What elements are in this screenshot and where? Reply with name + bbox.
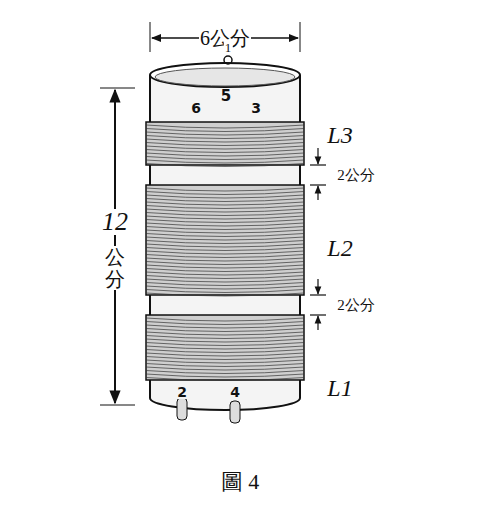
pin-number: 5 xyxy=(220,89,232,104)
extension-line xyxy=(300,22,301,52)
coil-label: L1 xyxy=(326,376,353,400)
pin-number: 6 xyxy=(190,101,202,115)
dimension-label: 2公分 xyxy=(336,168,376,183)
pin-number: 3 xyxy=(250,101,262,115)
coil-label: L2 xyxy=(326,236,353,260)
coil-form-inner xyxy=(155,68,295,86)
pin-number: 1 xyxy=(224,41,233,54)
extension-line xyxy=(100,88,135,89)
solder-lug xyxy=(230,401,240,423)
pin-number: 2 xyxy=(176,385,188,399)
figure-caption: 圖 4 xyxy=(220,471,261,493)
pin-number: 4 xyxy=(229,385,241,399)
extension-line xyxy=(150,22,151,52)
solder-lug xyxy=(224,56,232,64)
extension-line xyxy=(100,405,135,406)
coil-windings xyxy=(146,122,304,381)
dimension-label: 2公分 xyxy=(336,298,376,313)
solder-lug xyxy=(177,398,187,420)
coil-label: L3 xyxy=(326,123,353,147)
dimension-unit: 公分 xyxy=(104,246,126,290)
dimension-label: 12 xyxy=(101,209,129,235)
gap-dimension xyxy=(310,148,326,330)
coil-form-rim xyxy=(150,63,300,87)
